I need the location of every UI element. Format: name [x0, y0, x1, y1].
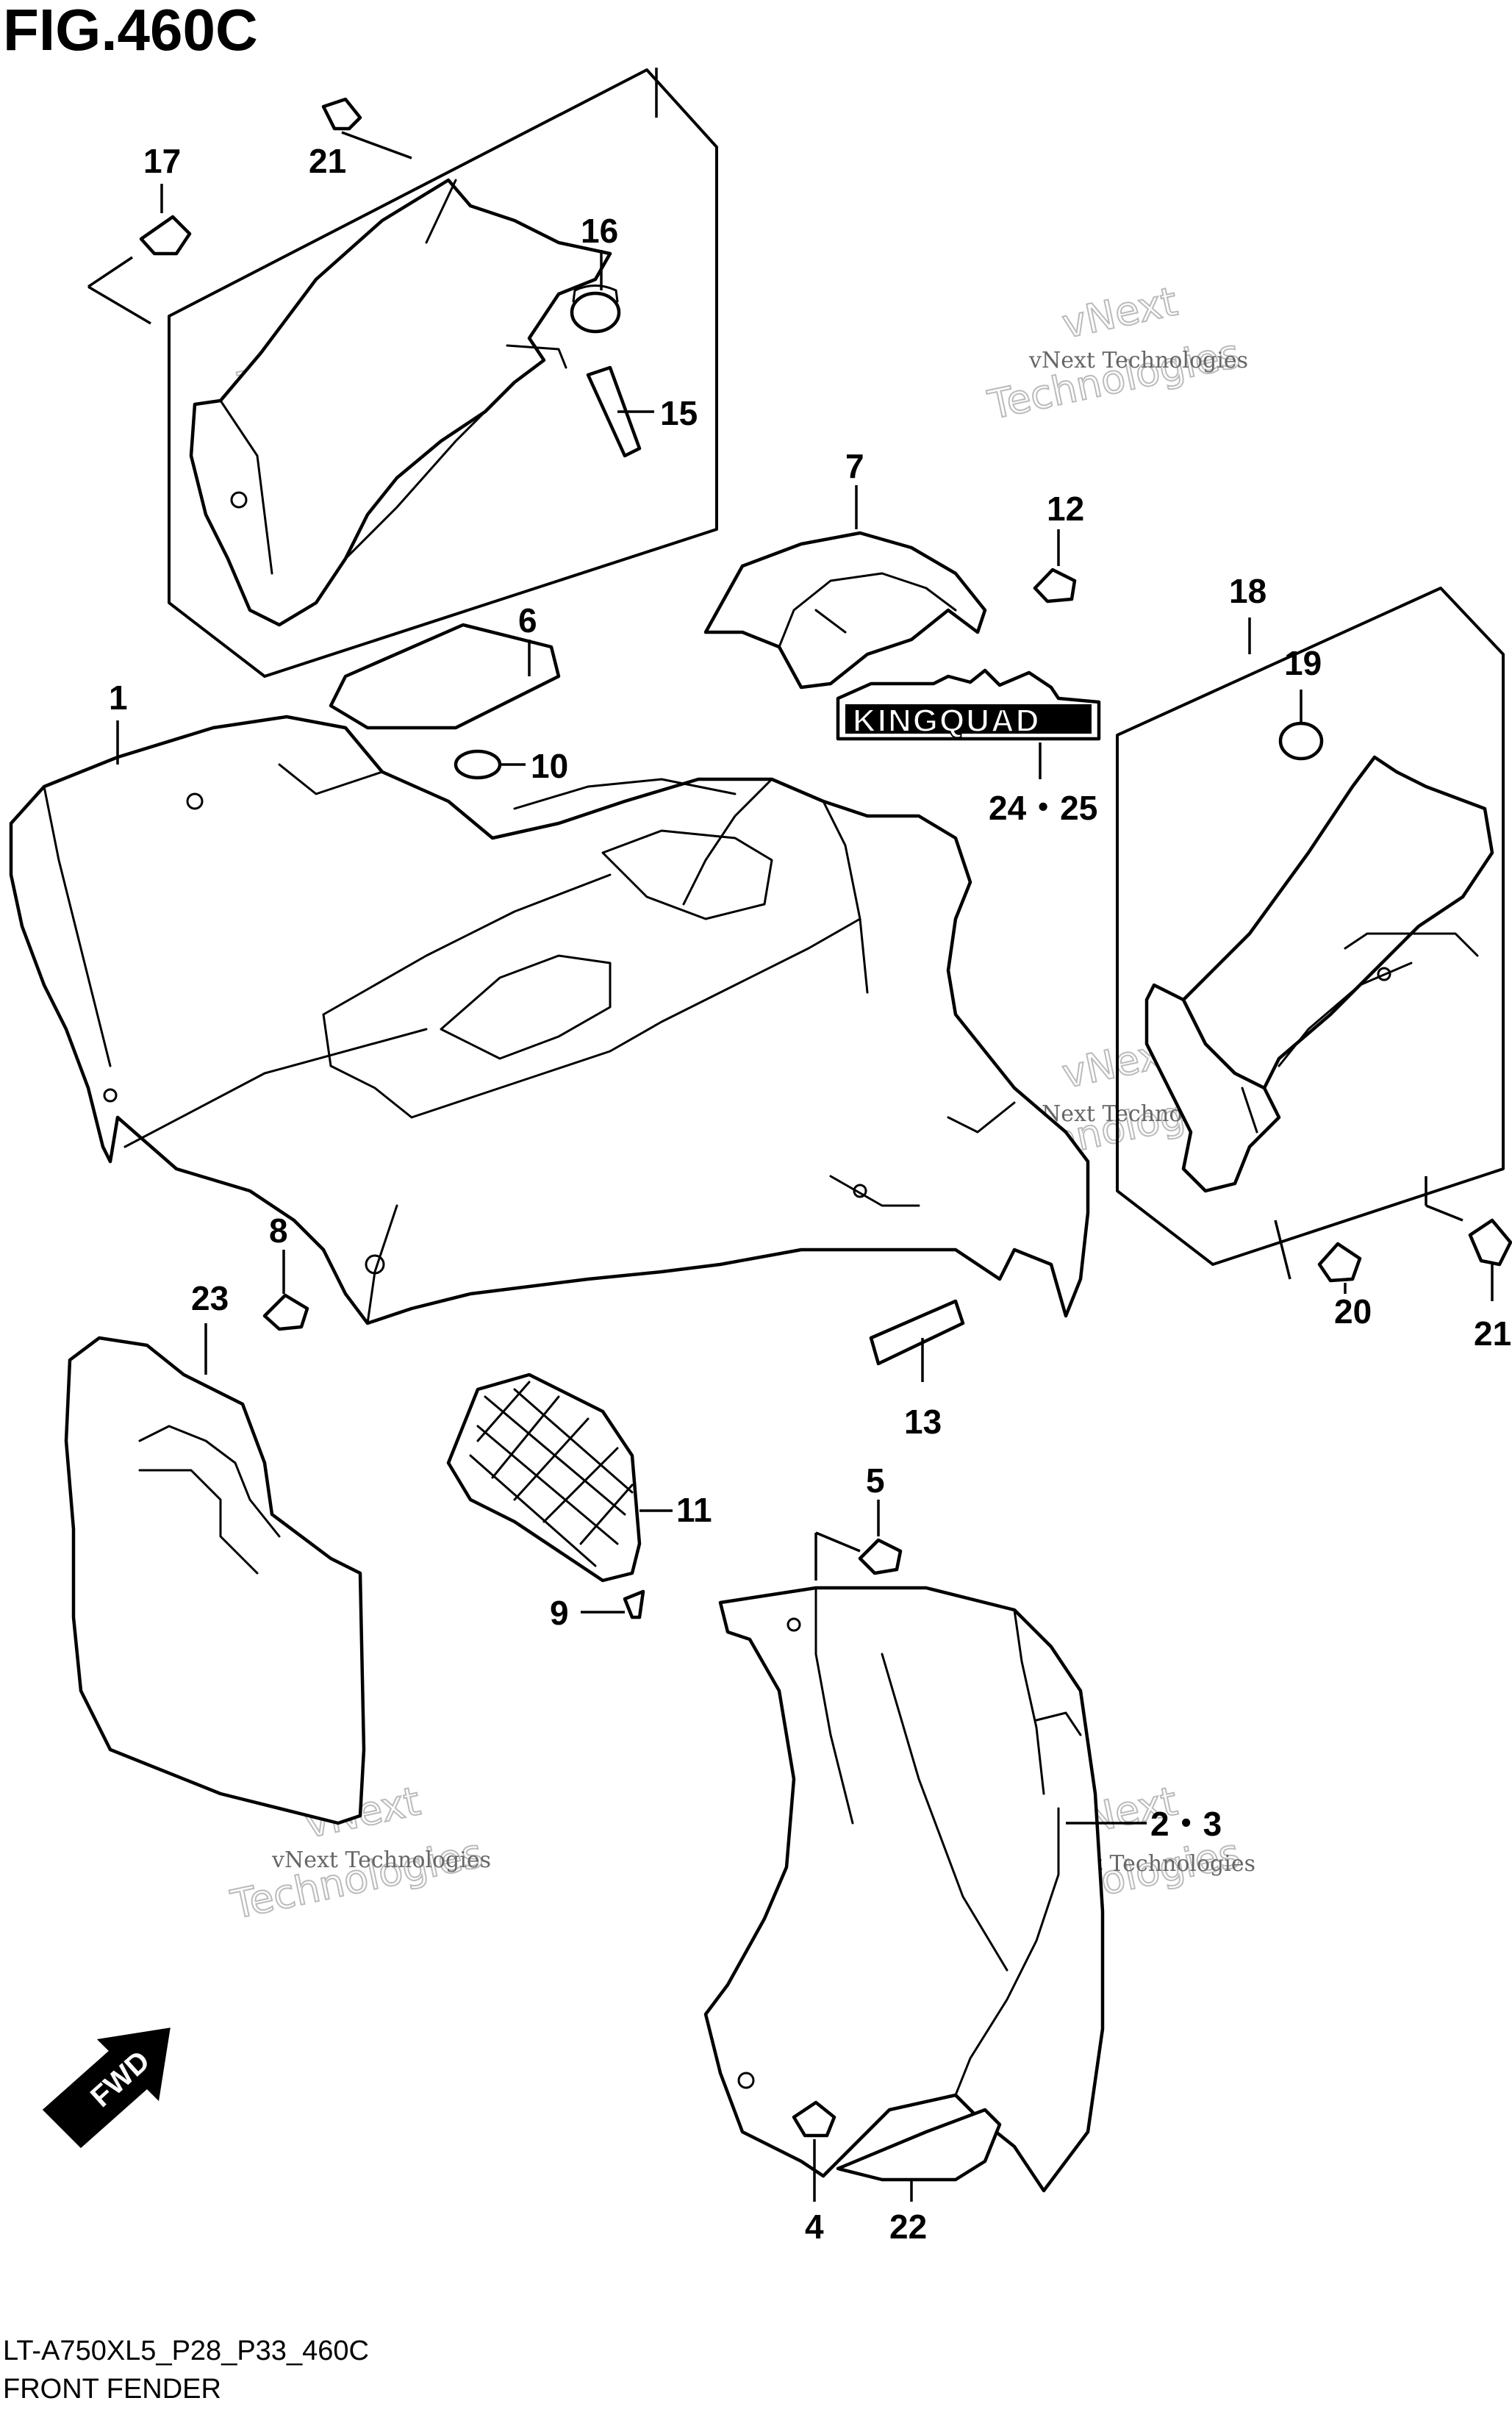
callout-12: 12: [1047, 490, 1084, 528]
callout-6: 6: [518, 601, 537, 640]
callout-21-right: 21: [1474, 1314, 1511, 1353]
part-21-clip-top: 21: [309, 97, 412, 180]
callout-2-3: 2・3: [1150, 1805, 1222, 1843]
part-23-mud-guard: 23: [64, 1279, 366, 1825]
callout-18: 18: [1229, 572, 1266, 610]
fwd-arrow-icon: FWD: [42, 2027, 171, 2149]
kingquad-decal: KINGQUAD 24・25: [836, 668, 1101, 827]
callout-5: 5: [866, 1461, 885, 1500]
callout-15: 15: [660, 394, 698, 432]
callout-11: 11: [676, 1491, 712, 1529]
svg-text:vNext Technologies: vNext Technologies: [1028, 348, 1248, 373]
callout-23: 23: [191, 1279, 229, 1317]
part-19-grommet: 19: [1278, 644, 1324, 761]
callout-1: 1: [109, 679, 128, 717]
part-21-clip-right: 21: [1425, 1176, 1512, 1353]
callout-7: 7: [845, 447, 864, 485]
part-15-strip: 15: [586, 365, 698, 458]
figure-caption: FRONT FENDER: [3, 2374, 221, 2405]
assembly-box-18: 18: [1116, 572, 1505, 1266]
callout-17: 17: [143, 142, 181, 180]
part-18-inner-panel-right: [1144, 755, 1494, 1193]
assembly-box-14: [168, 68, 718, 678]
part-4-bolt: 4: [792, 2100, 836, 2246]
part-6-lid: 6: [329, 601, 561, 730]
watermark-top-right: Technologies vNext vNext Technologies: [983, 277, 1248, 429]
part-20-clip: 20: [1274, 1220, 1372, 1331]
part-13-strip: 13: [869, 1299, 965, 1441]
callout-19: 19: [1284, 644, 1322, 682]
part-16-grommet: 16: [570, 212, 621, 334]
part-7-front-cover: 7: [703, 447, 987, 690]
callout-4: 4: [805, 2208, 824, 2246]
callout-20: 20: [1334, 1292, 1372, 1331]
part-14-inner-panel-left: [189, 178, 612, 627]
decal-text: KINGQUAD: [853, 703, 1041, 739]
part-12-clip: 12: [1033, 490, 1084, 604]
part-9-screw: 9: [550, 1589, 645, 1632]
part-10-grommet: 10: [454, 747, 568, 785]
callout-10: 10: [531, 747, 568, 785]
callout-21-top: 21: [309, 142, 346, 180]
svg-text:vNext Technologies: vNext Technologies: [271, 1847, 491, 1873]
part-5-clip: 5: [814, 1461, 903, 1581]
figure-title: FIG.460C: [3, 0, 258, 62]
part-22-fender-flap: 22: [836, 2108, 1002, 2246]
callout-13: 13: [904, 1403, 942, 1441]
part-11-mesh-vent: 11: [446, 1372, 712, 1583]
part-1-front-fender: 1: [9, 679, 1090, 1325]
callout-8: 8: [269, 1211, 288, 1250]
callout-16: 16: [581, 212, 618, 250]
part-8-bolt: 8: [262, 1211, 309, 1331]
part-2-3-inner-fender: 2・3: [703, 1586, 1222, 2193]
part-17-clip: 17: [87, 142, 192, 325]
svg-text:Technologies: Technologies: [227, 1830, 487, 1928]
callout-22: 22: [889, 2208, 927, 2246]
callout-9: 9: [550, 1594, 569, 1632]
callout-24-25: 24・25: [989, 789, 1097, 827]
svg-text:vNext: vNext: [1058, 278, 1181, 347]
model-code: LT-A750XL5_P28_P33_460C: [3, 2335, 369, 2366]
svg-text:Technologies: Technologies: [984, 330, 1244, 429]
